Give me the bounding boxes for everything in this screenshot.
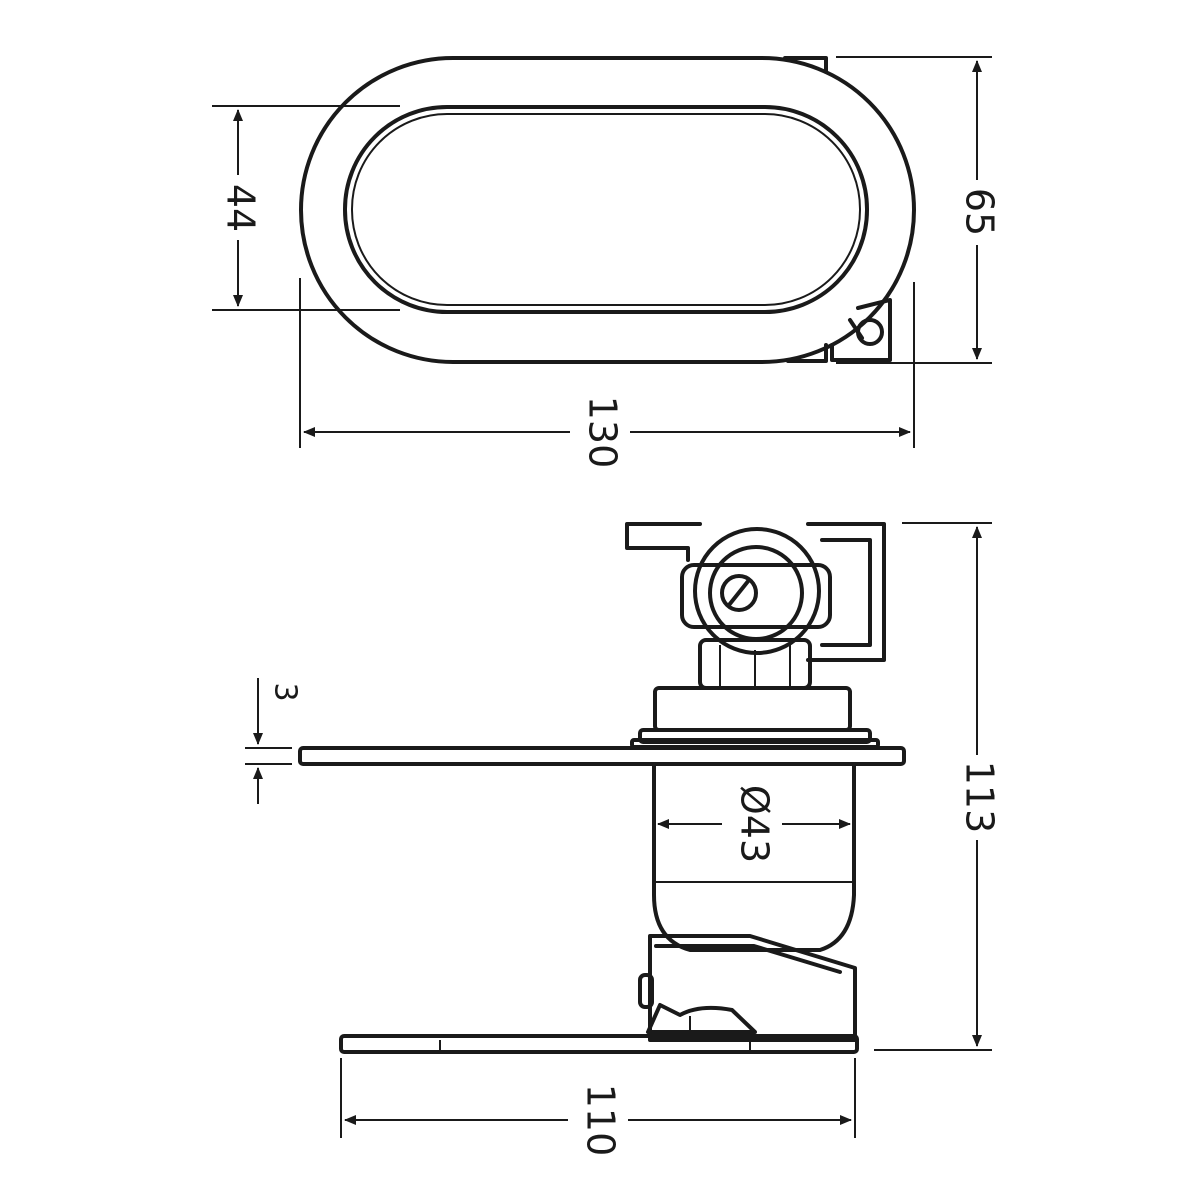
top-view: 44 65 130: [212, 56, 1002, 469]
outer-rim: [299, 56, 916, 364]
wall-plate: [298, 746, 906, 766]
dimension-3: 3: [245, 678, 303, 804]
dim-label-diameter-43: Ø43: [733, 785, 777, 863]
dimension-113: 113: [874, 522, 1002, 1051]
dimension-130: 130: [299, 278, 915, 469]
base-plate: [339, 1034, 859, 1054]
dimension-44: 44: [212, 105, 400, 311]
dim-label-113: 113: [958, 761, 1002, 834]
dimension-110: 110: [340, 1058, 856, 1157]
dim-label-44: 44: [219, 184, 263, 232]
dimension-diameter-43: Ø43: [657, 785, 851, 863]
dim-label-3: 3: [268, 682, 303, 701]
inner-recess: [343, 105, 869, 314]
lever-block: [638, 934, 857, 1042]
dim-label-65: 65: [958, 188, 1002, 236]
hinge-bracket: [783, 56, 892, 363]
dim-label-110: 110: [579, 1084, 623, 1157]
dim-label-130: 130: [581, 396, 625, 469]
hinge-arm: [625, 522, 886, 662]
collar: [630, 686, 880, 749]
knob: [680, 527, 832, 690]
valve-body: [652, 762, 856, 952]
side-view: 3 Ø43 113 110: [245, 522, 1002, 1157]
